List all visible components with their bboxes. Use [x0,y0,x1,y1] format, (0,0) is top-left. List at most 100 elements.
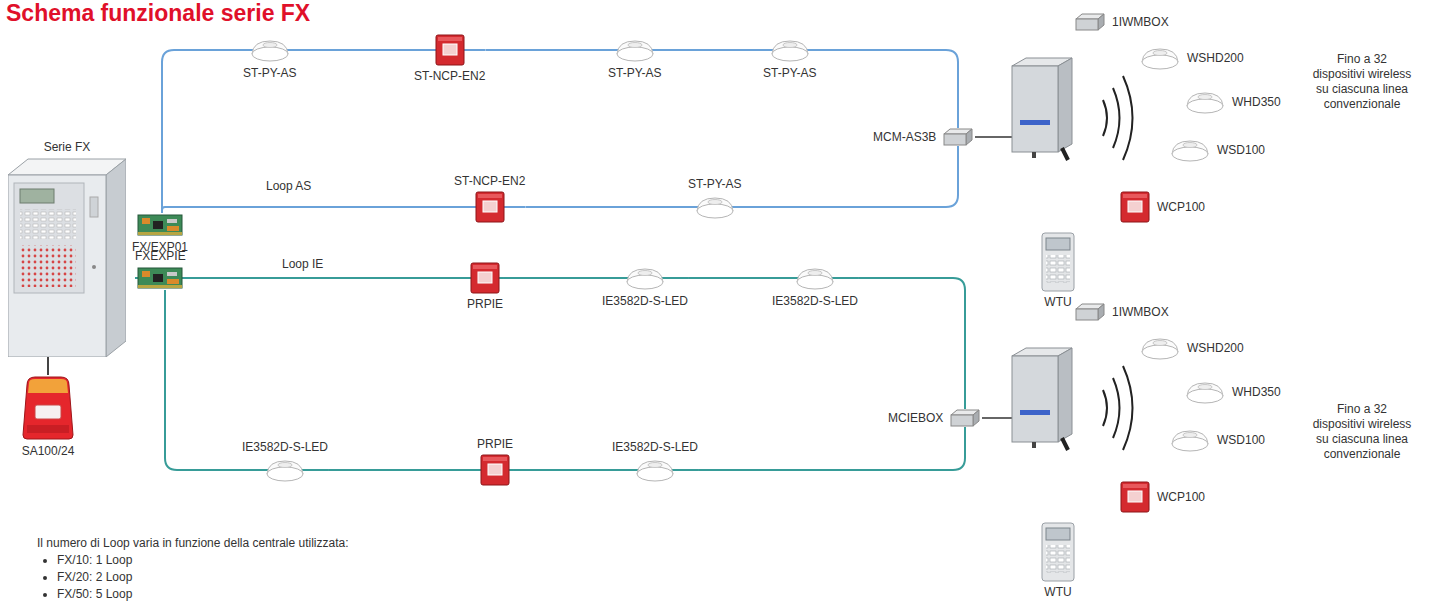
smoke-detector [695,194,735,220]
device-label: WCP100 [1157,490,1205,504]
device-label: WSD100 [1217,143,1265,157]
interface-module [943,128,973,146]
loop-wire-line [503,277,602,279]
interface-module-node: MCM-AS3B [866,128,973,146]
loop-wire [513,470,612,471]
loop-wire-line [165,290,242,470]
device-label: PRPIE [467,297,503,311]
interface-module [950,409,980,427]
loop-wire [688,278,772,279]
loop-wire-line [162,207,454,213]
device-label: ST-PY-AS [243,66,297,80]
translator-link [975,137,1012,418]
smoke-detector-node: IE3582D-S-LED [602,265,688,311]
device-label: MCM-AS3B [873,130,936,144]
note-block: Il numero di Loop varia in funzione dell… [37,535,349,603]
expansion-card-node: FXEXPIE [135,246,186,290]
siren-node: SA100/24 [21,375,75,461]
call-point-node: PRPIE [477,434,513,486]
smoke-detector-node: WHD350 [1185,379,1288,405]
loop-wire [662,50,763,51]
device-label: IE3582D-S-LED [612,440,698,454]
call-point [475,191,505,223]
smoke-detector [265,457,305,483]
smoke-detector [1170,137,1210,163]
device-label: IE3582D-S-LED [602,294,688,308]
smoke-detector [1140,45,1180,71]
loop-label: Loop IE [282,257,323,271]
loop-wire-line [297,49,414,51]
interface-module [1075,303,1105,321]
loop-wire [328,470,477,471]
radio-waves [1103,76,1133,450]
call-point-node: ST-NCP-EN2 [414,34,485,86]
call-point [1120,191,1150,223]
call-point-node: WCP100 [1120,481,1212,513]
control-panel [8,157,126,357]
smoke-detector-node: ST-PY-AS [243,37,297,83]
loop-wire [503,278,602,279]
device-label: MCIEBOX [888,411,943,425]
loop-wire-line [742,146,958,207]
device-label: ST-PY-AS [608,66,662,80]
note-item: FX/10: 1 Loop [57,552,349,569]
loop-wire [817,50,958,128]
smoke-detector-node: IE3582D-S-LED [772,265,858,311]
wireless-note: Fino a 32 dispositivi wireless su ciascu… [1310,402,1414,462]
smoke-detector-node: IE3582D-S-LED [612,437,698,483]
loop-wire [165,290,242,470]
call-point-node: WCP100 [1120,191,1212,223]
smoke-detector-node: WSHD200 [1140,45,1251,71]
smoke-detector-node: WHD350 [1185,89,1288,115]
siren [21,375,75,441]
loop-wire [698,427,965,470]
loop-wire-line [698,427,965,470]
keypad-terminal [1041,232,1075,292]
call-point [470,262,500,294]
smoke-detector-node: WSHD200 [1140,335,1251,361]
smoke-detector-node: ST-PY-AS [688,174,742,220]
loop-wire [742,146,958,207]
loop-wire [162,50,243,213]
smoke-detector-node: WSD100 [1170,427,1272,453]
loop-wire-line [858,278,965,409]
loop-wire-line [662,49,763,51]
device-label: WHD350 [1232,95,1281,109]
smoke-detector [1170,427,1210,453]
loop-wire [48,357,49,375]
call-point-node: ST-NCP-EN2 [454,171,525,223]
smoke-detector-node: IE3582D-S-LED [242,437,328,483]
expansion-card [137,266,183,290]
interface-module-node: 1IWMBOX [1075,303,1176,321]
expansion-card [137,213,183,237]
device-label: WSD100 [1217,433,1265,447]
device-label: IE3582D-S-LED [242,440,328,454]
smoke-detector [1140,335,1180,361]
loop-wire-line [817,50,958,128]
smoke-detector-node: ST-PY-AS [763,37,817,83]
smoke-detector-node: ST-PY-AS [608,37,662,83]
device-label: ST-PY-AS [763,66,817,80]
interface-module-node: 1IWMBOX [1075,13,1176,31]
smoke-detector [770,37,810,63]
note-item: FX/20: 2 Loop [57,569,349,586]
device-label: ST-NCP-EN2 [454,174,525,188]
loop-wire-line [328,469,477,471]
loop-wire-line [513,469,612,471]
loop-wire-line [688,277,772,279]
call-point [435,34,465,66]
loop-wire-line [47,357,49,375]
device-label: WTU [1044,295,1071,309]
loop-wire [297,50,414,51]
call-point-node: PRPIE [467,262,503,314]
loop-wire [485,50,608,51]
smoke-detector [1185,89,1225,115]
device-label: WHD350 [1232,385,1281,399]
loop-wire [186,278,467,279]
device-label: ST-PY-AS [688,177,742,191]
call-point [1120,481,1150,513]
loop-wire-line [525,206,688,208]
loop-wire-line [485,49,608,51]
